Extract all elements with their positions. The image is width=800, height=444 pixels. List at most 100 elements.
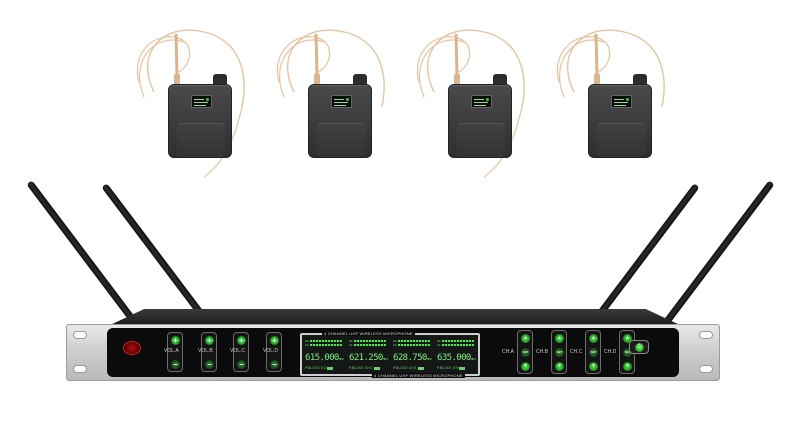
frequency-readout: 628.750MHz	[393, 353, 433, 363]
rf-meter	[398, 340, 430, 342]
channel-label: CH.B	[536, 349, 548, 355]
channel-set-button[interactable]: SET	[555, 348, 564, 357]
bodypack-display	[471, 95, 492, 108]
volume-label: VOL.C	[230, 348, 246, 354]
bodypack-display	[611, 95, 632, 108]
channel-down-button[interactable]: ▼	[589, 362, 598, 371]
bodypack-display	[191, 95, 212, 108]
mic-connector	[454, 74, 460, 84]
volume-down-button[interactable]: −	[171, 360, 180, 369]
volume-down-button[interactable]: −	[237, 360, 246, 369]
channel-set-button[interactable]: SET	[521, 348, 530, 357]
mic-connector	[594, 74, 600, 84]
rack-ear-right	[675, 325, 719, 380]
channel-status: P.BLOCK CH:1	[393, 366, 424, 370]
af-meter	[354, 344, 386, 346]
volume-control-c: + −	[233, 332, 249, 372]
channel-status: P.BLOCK G:2	[305, 366, 334, 370]
rf-meter	[310, 340, 342, 342]
rf-label: RF	[437, 339, 441, 343]
belt-clip	[177, 123, 225, 157]
receiver-front-panel: + − VOL.A + − VOL.B + − VOL.C + − VOL.D …	[66, 324, 720, 381]
bodypack-transmitter-a	[124, 12, 245, 182]
belt-clip	[317, 123, 365, 157]
channel-status: P.BLOCK CH:1	[349, 366, 380, 370]
control-panel: + − VOL.A + − VOL.B + − VOL.C + − VOL.D …	[107, 328, 679, 378]
volume-down-button[interactable]: −	[205, 360, 214, 369]
volume-down-button[interactable]: −	[270, 360, 279, 369]
bodypack-body	[448, 84, 512, 158]
battery-icon	[327, 366, 334, 370]
power-button[interactable]: ⏻	[629, 340, 649, 354]
channel-up-button[interactable]: ▲	[521, 334, 530, 343]
channel-down-button[interactable]: ▼	[555, 362, 564, 371]
volume-control-b: + −	[201, 332, 217, 372]
rf-label: RF	[393, 339, 397, 343]
bodypack-body	[308, 84, 372, 158]
channel-label: CH.D	[604, 349, 617, 355]
af-label: AF	[349, 343, 353, 347]
channel-set-button[interactable]: SET	[589, 348, 598, 357]
volume-label: VOL.B	[198, 348, 213, 354]
lcd-channel-a: RF AF 615.000MHz P.BLOCK G:2	[305, 338, 347, 373]
rf-meter	[442, 340, 474, 342]
headset-mic-icon	[556, 29, 665, 108]
channel-down-button[interactable]: ▼	[623, 362, 632, 371]
channel-control-a: ▲ SET ▼	[517, 330, 533, 374]
mic-connector	[174, 74, 180, 84]
channel-label: CH.A	[502, 349, 514, 355]
rf-label: RF	[349, 339, 353, 343]
volume-label: VOL.D	[263, 348, 279, 354]
receiver-lcd-display: 4 CHANNEL UHF WIRELESS MICROPHONE 4 CHAN…	[300, 331, 480, 378]
af-label: AF	[393, 343, 397, 347]
power-icon: ⏻	[635, 343, 644, 352]
channel-down-button[interactable]: ▼	[521, 362, 530, 371]
bodypack-body	[588, 84, 652, 158]
channel-control-d: ▲ SET ▼	[619, 330, 635, 374]
battery-icon	[373, 366, 380, 370]
lcd-caption-top: 4 CHANNEL UHF WIRELESS MICROPHONE	[322, 331, 415, 336]
af-label: AF	[437, 343, 441, 347]
bodypack-transmitter-d	[544, 12, 665, 182]
bodypack-transmitter-b	[264, 12, 385, 182]
battery-icon	[417, 366, 424, 370]
bodypack-transmitter-c	[404, 12, 525, 182]
volume-up-button[interactable]: +	[270, 336, 279, 345]
lcd-channel-b: RF AF 621.250MHz P.BLOCK CH:1	[349, 338, 391, 373]
channel-status: P.BLOCK G:9	[437, 366, 466, 370]
rf-label: RF	[305, 339, 309, 343]
volume-up-button[interactable]: +	[237, 336, 246, 345]
channel-label: CH.C	[570, 349, 583, 355]
volume-control-d: + −	[266, 332, 282, 372]
bodypack-body	[168, 84, 232, 158]
belt-clip	[597, 123, 645, 157]
channel-up-button[interactable]: ▲	[623, 334, 632, 343]
headset-mic-icon	[416, 29, 525, 178]
volume-up-button[interactable]: +	[171, 336, 180, 345]
rf-meter	[354, 340, 386, 342]
volume-label: VOL.A	[164, 348, 179, 354]
belt-clip	[457, 123, 505, 157]
af-meter	[442, 344, 474, 346]
channel-control-c: ▲ SET ▼	[585, 330, 601, 374]
battery-icon	[459, 366, 466, 370]
channel-set-button[interactable]: SET	[623, 348, 632, 357]
receiver-top-cover	[110, 309, 680, 325]
lcd-channel-d: RF AF 635.000MHz P.BLOCK G:9	[437, 338, 479, 373]
brand-logo-icon	[123, 341, 141, 355]
bodypack-display	[331, 95, 352, 108]
lcd-channel-c: RF AF 628.750MHz P.BLOCK CH:1	[393, 338, 435, 373]
af-meter	[398, 344, 430, 346]
af-meter	[310, 344, 342, 346]
channel-up-button[interactable]: ▲	[555, 334, 564, 343]
rack-ear-left	[67, 325, 111, 380]
af-label: AF	[305, 343, 309, 347]
mic-connector	[314, 74, 320, 84]
lcd-caption-bottom: 4 CHANNEL UHF WIRELESS MICROPHONE	[372, 373, 465, 378]
volume-up-button[interactable]: +	[205, 336, 214, 345]
frequency-readout: 615.000MHz	[305, 353, 345, 363]
channel-up-button[interactable]: ▲	[589, 334, 598, 343]
headset-mic-icon	[276, 29, 385, 108]
frequency-readout: 621.250MHz	[349, 353, 389, 363]
